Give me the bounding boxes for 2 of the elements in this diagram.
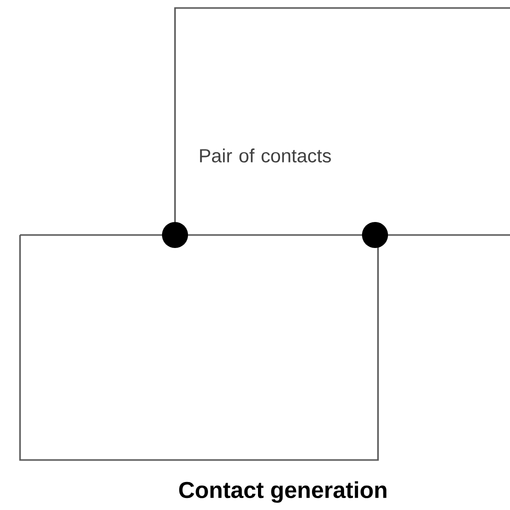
label-text: Pair of contacts [200,148,331,162]
caption: Contact generation [179,481,386,503]
